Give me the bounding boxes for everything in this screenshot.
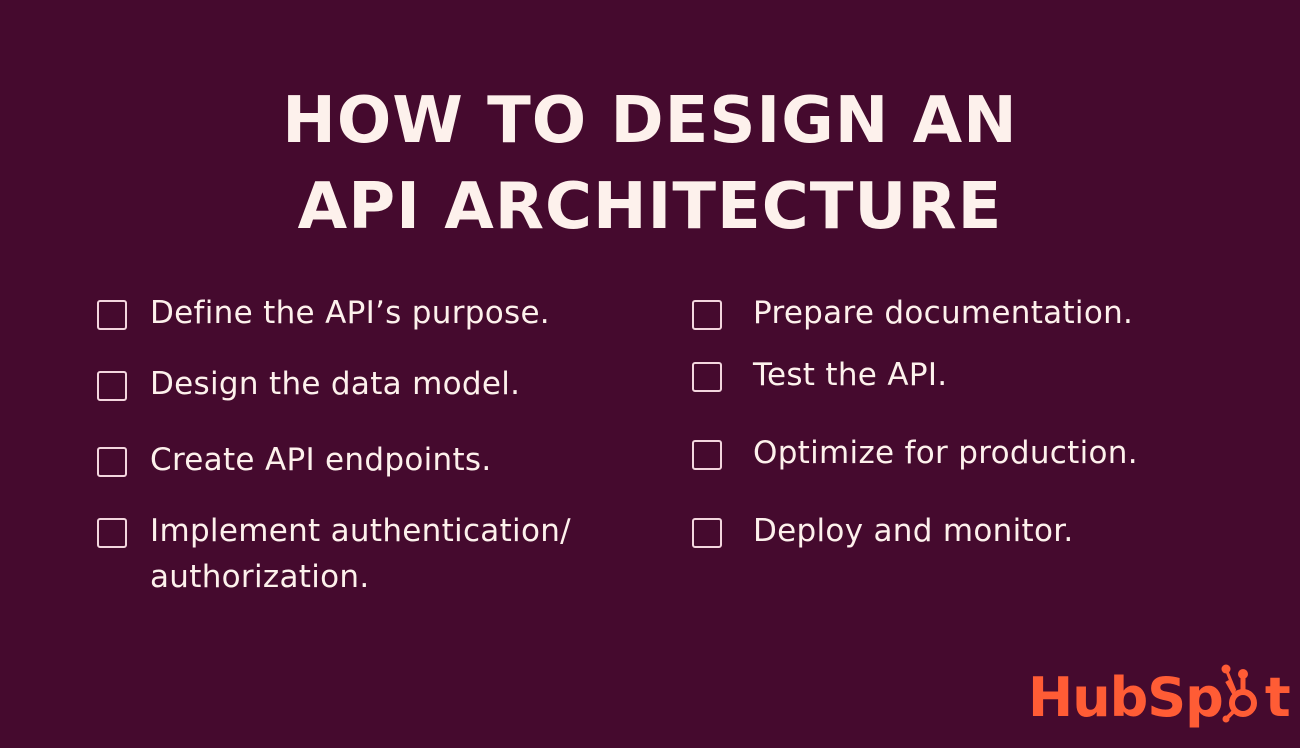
checkbox[interactable] (97, 300, 127, 330)
checklist-item[interactable]: Design the data model. (97, 366, 520, 407)
checklist-item[interactable]: Define the API’s purpose. (97, 295, 550, 336)
checklist-item-label: Design the data model. (150, 366, 521, 402)
checkbox[interactable] (692, 440, 722, 470)
checklist-item[interactable]: Create API endpoints. (97, 442, 492, 483)
checkbox[interactable] (97, 518, 127, 548)
logo-text-after: t (1264, 666, 1291, 729)
checklist-item[interactable]: Optimize for production. (692, 435, 1138, 476)
checklist-item-label: Deploy and monitor. (753, 513, 1074, 549)
checkbox[interactable] (692, 518, 722, 548)
hubspot-logo: HubSp t (1028, 664, 1291, 729)
checkbox[interactable] (692, 300, 722, 330)
checklist-item[interactable]: Implement authentication/ authorization. (97, 513, 571, 600)
hubspot-sprocket-icon (1221, 664, 1257, 722)
title-line-2: API ARCHITECTURE (297, 170, 1003, 244)
checklist-item-label: Prepare documentation. (753, 295, 1134, 331)
checkbox[interactable] (692, 362, 722, 392)
checklist-item-label: Implement authentication/ authorization. (150, 513, 571, 595)
checklist-item[interactable]: Test the API. (692, 357, 947, 398)
checklist-item-label: Create API endpoints. (150, 442, 492, 478)
logo-text-before: HubSp (1028, 666, 1224, 729)
checklist-item[interactable]: Deploy and monitor. (692, 513, 1074, 554)
checklist-item-label: Define the API’s purpose. (150, 295, 550, 331)
page-title: HOW TO DESIGN AN API ARCHITECTURE (0, 78, 1300, 250)
checkbox[interactable] (97, 447, 127, 477)
checkbox[interactable] (97, 371, 127, 401)
title-line-1: HOW TO DESIGN AN (282, 84, 1018, 158)
checklist-item-label: Optimize for production. (753, 435, 1138, 471)
checklist-item-label: Test the API. (753, 357, 948, 393)
checklist-item[interactable]: Prepare documentation. (692, 295, 1133, 336)
